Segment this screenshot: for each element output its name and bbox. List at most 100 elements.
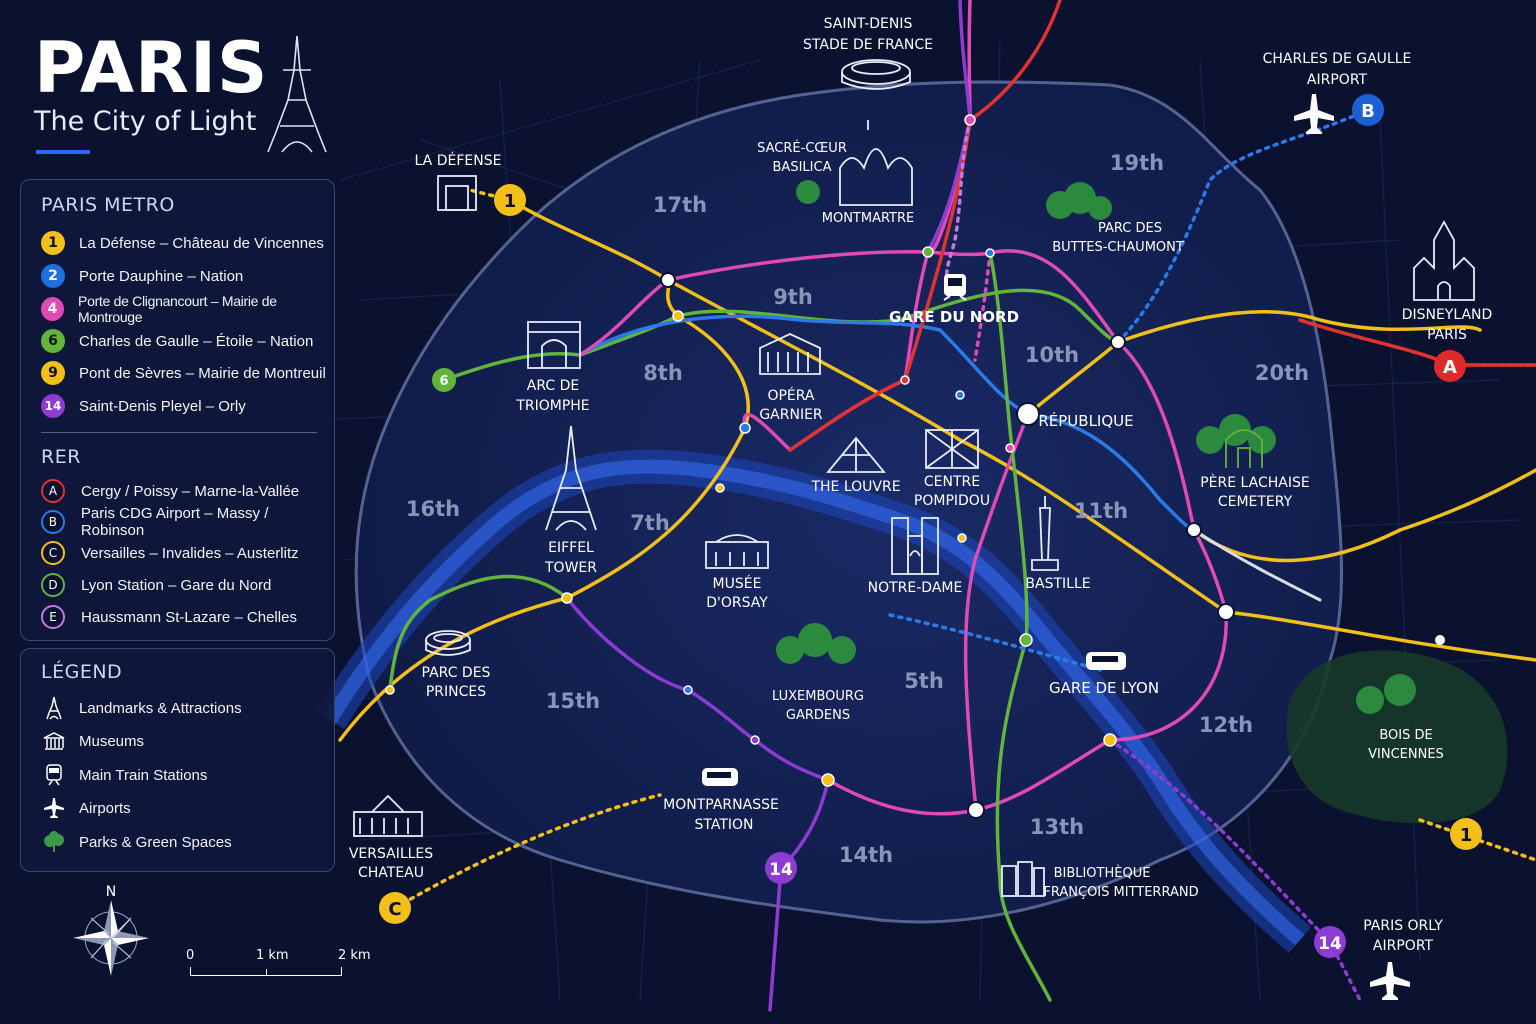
metro-line-label: La Défense – Château de Vincennes [79,234,324,252]
line-6-badge: 6 [41,329,65,353]
metro-line-item[interactable]: 1 La Défense – Château de Vincennes [41,230,324,256]
page-title: PARIS [34,27,269,109]
station-node[interactable] [1186,522,1202,538]
line-1-badge[interactable]: 1 [494,184,526,216]
line-1-badge[interactable]: 1 [1450,818,1482,850]
svg-text:A: A [1443,357,1457,378]
chateau-icon [353,794,423,837]
label-louvre: THE LOUVRE [810,479,900,495]
museum-icon [705,534,769,569]
label-cemetery: CEMETERY [1218,494,1293,510]
rer-line-item[interactable]: D Lyon Station – Gare du Nord [41,572,271,598]
line-9-badge: 9 [41,361,65,385]
label-chateau: CHATEAU [358,865,424,881]
cemetery-gate-icon [1225,429,1263,468]
station-node[interactable] [1110,334,1126,350]
metro-line-item[interactable]: 2 Porte Dauphine – Nation [41,263,243,289]
label-arc-de: ARC DE [527,378,579,394]
label-saint-denis: SAINT-DENIS [824,16,913,32]
tree-icon [796,180,820,204]
rer-d-badge: D [41,573,65,597]
svg-text:B: B [1361,101,1375,122]
metro-line-item[interactable]: 9 Pont de Sèvres – Mairie de Montreuil [41,360,326,386]
label-versailles: VERSAILLES [349,846,433,862]
label-pere-lachaise: PÈRE LACHAISE [1200,474,1310,491]
station-node[interactable] [1217,603,1235,621]
line-1-badge: 1 [41,231,65,255]
museum-icon [41,731,67,751]
legend-item: Landmarks & Attractions [41,695,242,721]
label-bastille: BASTILLE [1025,576,1090,592]
rer-a-badge[interactable]: A [1434,350,1466,382]
label-buttes-chaumont: BUTTES-CHAUMONT [1052,240,1184,255]
airplane-icon [41,797,67,819]
rer-c-badge[interactable]: C [379,892,411,924]
station-republique[interactable] [1016,402,1040,426]
rer-c-badge: C [41,541,65,565]
label-montparnasse: MONTPARNASSE [663,797,779,813]
district-label: 8th [643,361,683,385]
line-14-badge[interactable]: 14 [1314,926,1346,958]
label-cdg-airport: AIRPORT [1307,72,1368,88]
svg-text:6: 6 [439,374,448,389]
label-sacre-coeur: SACRÉ-CŒUR [757,140,847,156]
basilica-icon [839,120,913,206]
label-princes: PRINCES [426,684,486,700]
metro-heading: PARIS METRO [41,194,175,216]
station-node[interactable] [1435,635,1445,645]
rer-b-badge[interactable]: B [1352,94,1384,126]
rer-line-item[interactable]: E Haussmann St-Lazare – Chelles [41,604,297,630]
legend-item: Parks & Green Spaces [41,829,232,855]
rer-line-item[interactable]: A Cergy / Poissy – Marne-la-Vallée [41,478,299,504]
airplane-icon[interactable] [1370,962,1410,1000]
svg-text:1: 1 [1460,825,1473,846]
map-badges: 1 1 6 B A C 14 14 [379,94,1482,958]
label-basilica: BASILICA [773,160,832,175]
rer-line-item[interactable]: B Paris CDG Airport – Massy / Robinson [41,505,334,539]
tree-icon [41,831,67,853]
rer-line-label: Cergy / Poissy – Marne-la-Vallée [81,482,300,500]
scale-label: 0 [186,948,195,963]
label-parc-des: PARC DES [1098,221,1162,236]
district-label: 9th [773,285,813,309]
eiffel-icon [545,425,597,531]
panel-divider [41,432,317,433]
legend-item: Museums [41,728,144,754]
metro-line-item[interactable]: 4 Porte de Clignancourt – Mairie de Mont… [41,293,334,325]
header-eiffel-icon [267,35,327,153]
station-node[interactable] [660,272,676,288]
label-orly-airport: AIRPORT [1373,938,1434,954]
label-la-defense: LA DÉFENSE [415,152,502,169]
rer-line-item[interactable]: C Versailles – Invalides – Austerlitz [41,540,299,566]
label-luxembourg: LUXEMBOURG [772,689,864,704]
metro-line-6 [442,288,1120,382]
line-6-badge[interactable]: 6 [432,368,456,392]
cathedral-icon [891,517,939,575]
rer-heading: RER [41,446,81,468]
metro-line-label: Charles de Gaulle – Étoile – Nation [79,332,314,350]
column-icon [1031,496,1059,571]
district-label: 17th [653,193,707,217]
district-label: 12th [1199,713,1253,737]
rer-c-line [393,793,662,910]
train-icon [702,768,738,786]
station-node[interactable] [967,801,985,819]
label-montmartre: MONTMARTRE [822,211,915,226]
district-labels: 17th 19th 9th 8th 10th 20th 16th 7th 11t… [406,151,1309,867]
label-republique: RÉPUBLIQUE [1038,411,1133,430]
district-label: 14th [839,843,893,867]
park-trees [776,180,1416,714]
svg-text:14: 14 [769,860,793,880]
label-parc-des-princes: PARC DES [422,665,491,681]
eiffel-icon [41,696,67,720]
arc-de-triomphe-icon [527,321,581,369]
line-14-badge[interactable]: 14 [765,852,797,884]
legend-label: Airports [79,799,131,817]
metro-line-item[interactable]: 6 Charles de Gaulle – Étoile – Nation [41,328,313,354]
metro-line-item[interactable]: 14 Saint-Denis Pleyel – Orly [41,393,246,419]
airplane-icon[interactable] [1294,94,1334,134]
page-subtitle: The City of Light [34,106,257,137]
train-icon [41,764,67,786]
label-paris-orly: PARIS ORLY [1363,918,1443,934]
tree-icon [1356,674,1416,714]
